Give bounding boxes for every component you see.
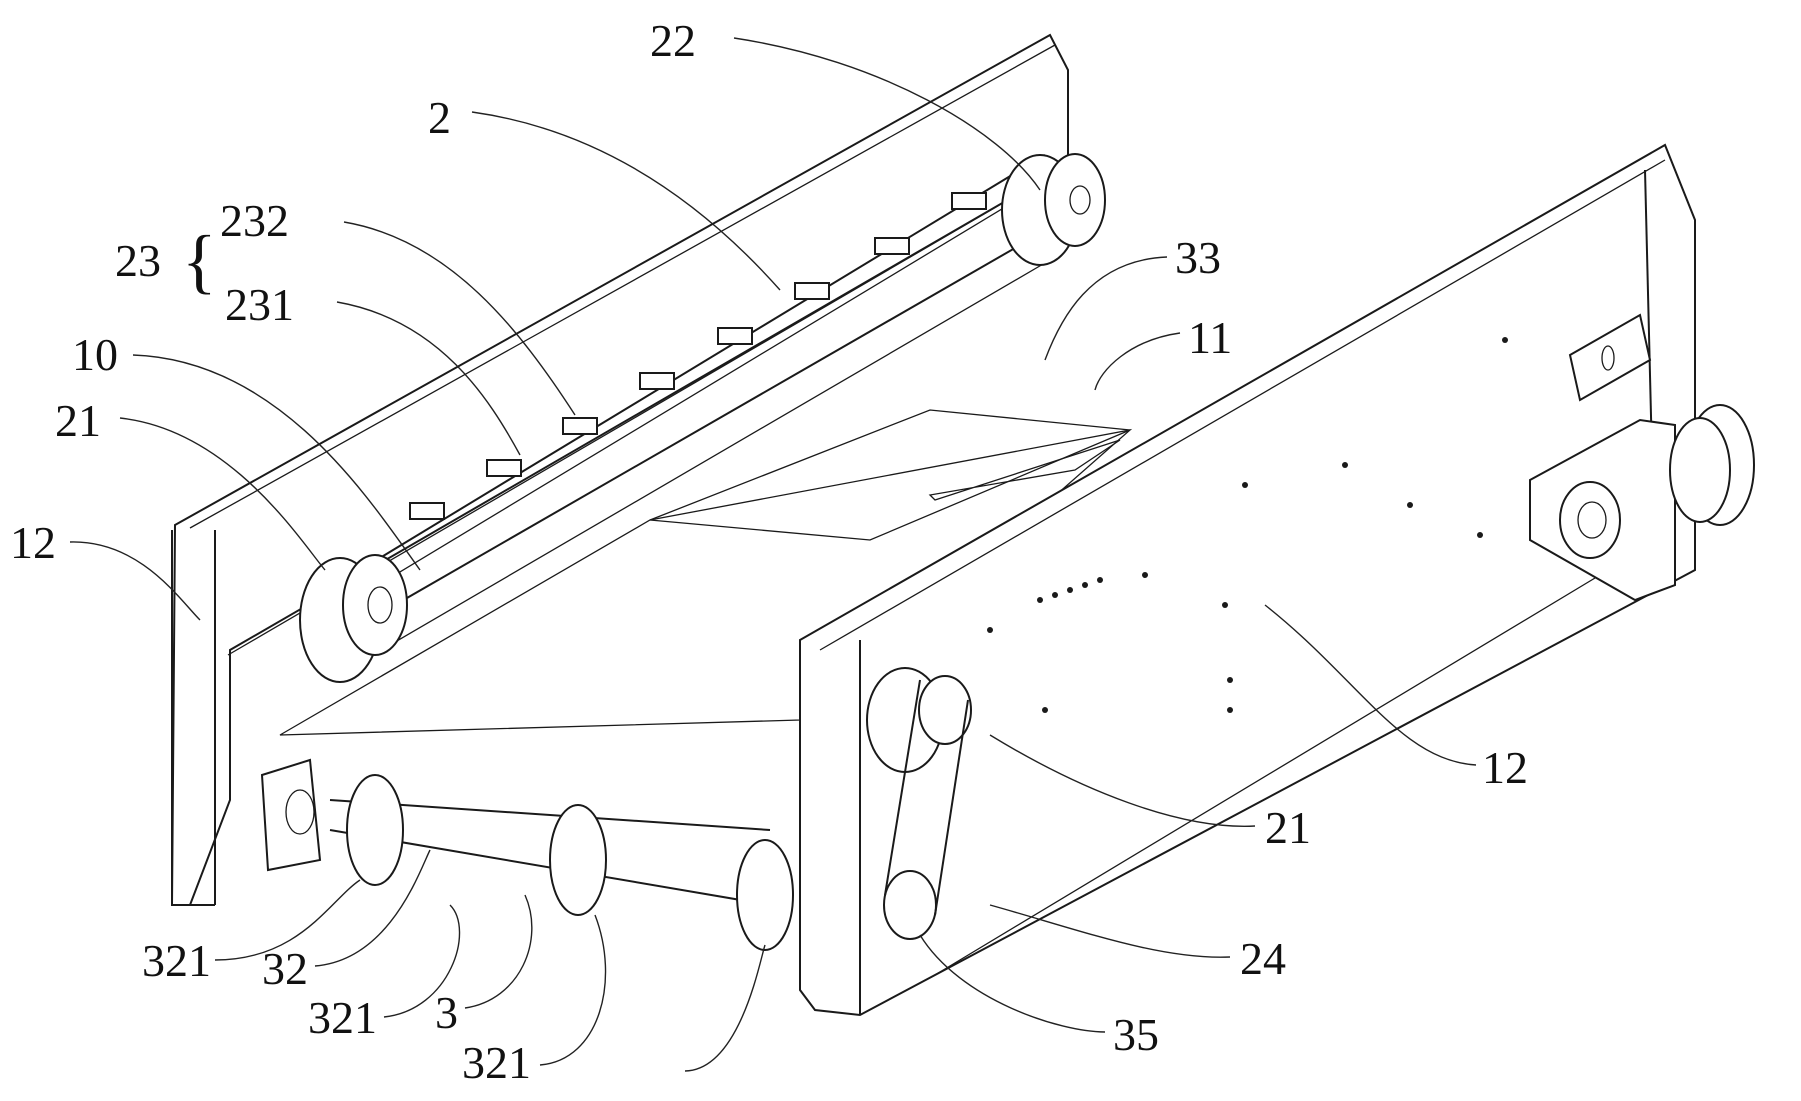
label-22: 22 (650, 15, 696, 66)
label-32: 32 (262, 943, 308, 994)
label-321-a: 321 (142, 935, 211, 986)
belt-drive-24 (866, 667, 972, 940)
label-33: 33 (1175, 232, 1221, 283)
label-23: 23 (115, 235, 161, 286)
tray-10 (279, 409, 1133, 736)
label-35: 35 (1113, 1009, 1159, 1060)
plate-holes (987, 337, 1508, 713)
label-12-left: 12 (10, 517, 56, 568)
label-3: 3 (435, 987, 458, 1038)
label-321-c: 321 (462, 1037, 531, 1088)
label-12-right: 12 (1482, 742, 1528, 793)
label-21-right: 21 (1265, 802, 1311, 853)
brace-symbol: { (182, 221, 217, 301)
left-sprocket-21 (299, 554, 408, 683)
upper-belt-assembly (329, 154, 1056, 681)
lower-shaft-3 (260, 758, 794, 951)
label-21-left: 21 (55, 395, 101, 446)
right-bearing-block (1529, 313, 1755, 602)
label-10: 10 (72, 329, 118, 380)
belt-cleats (409, 192, 987, 520)
label-232: 232 (220, 195, 289, 246)
label-321-b: 321 (308, 992, 377, 1043)
right-side-plate (799, 143, 1696, 1017)
label-2: 2 (428, 92, 451, 143)
rear-sprocket-22 (1001, 153, 1106, 266)
label-231: 231 (225, 279, 294, 330)
leader-lines (69, 37, 1477, 1072)
label-11: 11 (1188, 312, 1233, 363)
label-24: 24 (1240, 933, 1286, 984)
